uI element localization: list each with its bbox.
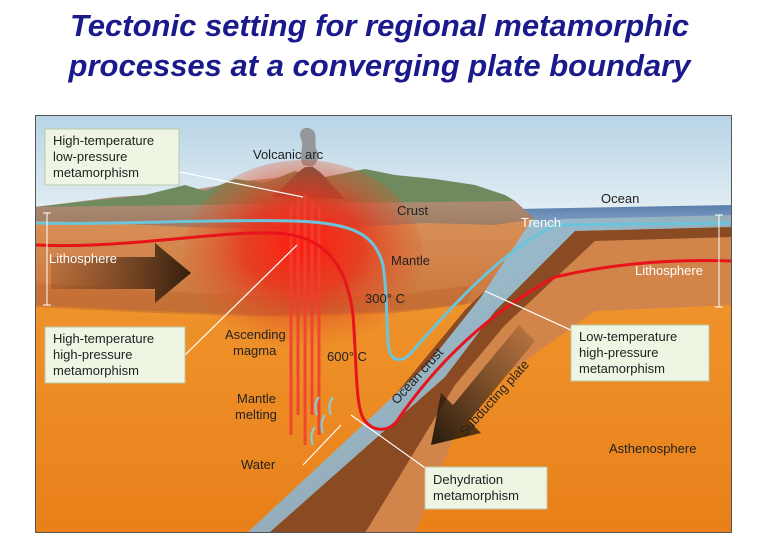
subduction-diagram: Volcanic arc Crust Ocean Trench Lithosph… [35, 115, 732, 533]
label-mantle-melting-2: melting [235, 407, 277, 422]
callout-dehydration: Dehydration metamorphism [424, 466, 548, 510]
slide-title: Tectonic setting for regional metamorphi… [0, 6, 759, 86]
volcano-smoke [299, 127, 319, 167]
callout-dehydration-line-1: Dehydration [433, 472, 503, 487]
label-ascending-magma-2: magma [233, 343, 277, 358]
label-ascending-magma-1: Ascending [225, 327, 286, 342]
callout-dehydration-box [424, 466, 548, 510]
water-droplets [310, 396, 334, 446]
callout-ht-lp-line-2: low-pressure [53, 149, 127, 164]
ocean-crust-band [247, 213, 732, 533]
callout-ht-lp: High-temperature low-pressure metamorphi… [44, 128, 180, 186]
thickness-markers [43, 212, 723, 308]
pointer-lines [154, 166, 596, 476]
plate-motion-arrow-left [51, 243, 191, 303]
label-mantle: Mantle [391, 253, 430, 268]
callout-lt-hp-line-3: metamorphism [579, 361, 665, 376]
subduction-arrow [431, 325, 535, 445]
callout-ht-hp-box [44, 326, 186, 384]
callout-lt-hp-line-1: Low-temperature [579, 329, 677, 344]
label-water: Water [241, 457, 276, 472]
callout-ht-lp-box [44, 128, 180, 186]
heat-zone [183, 160, 423, 350]
diagram-frame [35, 115, 732, 533]
oceanic-lithosphere [335, 215, 732, 533]
callout-lt-hp: Low-temperature high-pressure metamorphi… [570, 324, 710, 382]
label-lithosphere-left: Lithosphere [49, 251, 117, 266]
ocean-water [515, 205, 732, 223]
label-lithosphere-right: Lithosphere [635, 263, 703, 278]
callout-ht-hp-line-3: metamorphism [53, 363, 139, 378]
title-line-2: processes at a converging plate boundary [68, 48, 691, 83]
callout-ht-hp-line-1: High-temperature [53, 331, 154, 346]
callout-ht-hp: High-temperature high-pressure metamorph… [44, 326, 186, 384]
label-600c: 600° C [327, 349, 367, 364]
subducting-slab-body [257, 221, 732, 533]
label-300c: 300° C [365, 291, 405, 306]
callout-ht-lp-line-3: metamorphism [53, 165, 139, 180]
callout-dehydration-line-2: metamorphism [433, 488, 519, 503]
callout-ht-lp-line-1: High-temperature [53, 133, 154, 148]
title-line-1: Tectonic setting for regional metamorphi… [70, 8, 689, 43]
label-asthenosphere: Asthenosphere [609, 441, 696, 456]
callout-lt-hp-line-2: high-pressure [579, 345, 659, 360]
callout-ht-hp-line-2: high-pressure [53, 347, 133, 362]
label-volcanic-arc: Volcanic arc [253, 147, 324, 162]
isotherm-600 [35, 231, 732, 431]
label-ocean: Ocean [601, 191, 639, 206]
callout-lt-hp-box [570, 324, 710, 382]
isotherm-300 [35, 219, 732, 361]
label-crust: Crust [397, 203, 428, 218]
label-trench: Trench [521, 215, 561, 230]
label-mantle-melting-1: Mantle [237, 391, 276, 406]
